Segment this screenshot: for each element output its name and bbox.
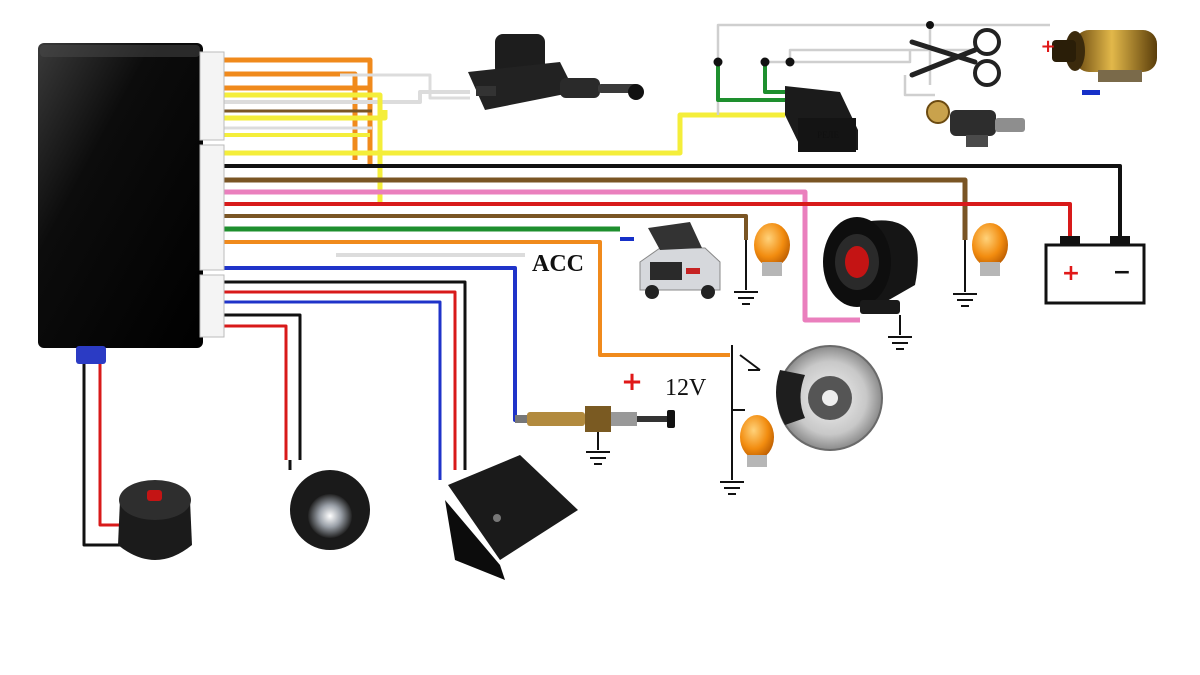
- wire-red-button: [98, 360, 125, 527]
- wire-yellow-relay: [222, 112, 785, 156]
- wire-orange-brake: [222, 240, 730, 357]
- wire-white-ign: [903, 75, 935, 97]
- voltage-label: 12V: [665, 375, 707, 401]
- brake-disc: [776, 345, 883, 451]
- wire-red-sensor: [222, 290, 457, 470]
- wire-harness: [82, 23, 1122, 547]
- wire-orange-lock-1: [222, 57, 373, 88]
- coil-plus-sign: +: [1040, 36, 1055, 57]
- coil-minus-sign: [1082, 90, 1100, 95]
- wire-blue-sensor: [222, 300, 442, 480]
- trunk-minus-sign: [620, 237, 634, 241]
- wire-black-brake-lamp: [731, 395, 745, 411]
- ignition-coil: +: [1040, 30, 1157, 95]
- turn-signal-lamp-right: [953, 223, 1008, 307]
- wire-yellow-2: [222, 110, 388, 121]
- central-lock-actuator: [468, 34, 644, 110]
- relay-label: РЕЛЕ: [817, 130, 839, 140]
- scissors-icon: [909, 28, 1001, 87]
- connector-bottom: [199, 274, 225, 338]
- ignition-switch: [926, 100, 1025, 147]
- led-indicator: [288, 460, 370, 550]
- junction-dots: [713, 21, 934, 67]
- wire-red-led: [222, 324, 288, 460]
- wire-black-led: [222, 313, 302, 460]
- acc-label: ACC: [532, 251, 584, 277]
- hood-pin-switch: [515, 406, 675, 465]
- voltage-plus-sign: +: [621, 367, 643, 397]
- wire-brown-right-lamp: [222, 177, 968, 240]
- turn-signal-lamp-left: [734, 223, 790, 305]
- wire-white-lock: [222, 90, 470, 104]
- brake-light-lamp: [720, 410, 774, 495]
- trunk-car: [620, 222, 721, 299]
- siren: [823, 217, 918, 350]
- valet-button: [118, 480, 192, 560]
- alarm-control-unit: [38, 43, 225, 364]
- wire-yellow-1: [222, 92, 383, 205]
- wire-black-sensor: [222, 280, 467, 470]
- shock-sensor: [445, 455, 578, 580]
- connector-top: [199, 51, 225, 141]
- wire-green-relay-2: [763, 62, 790, 94]
- wire-black-button: [82, 360, 125, 547]
- relay: РЕЛЕ: [785, 86, 858, 152]
- wire-white-cut: [765, 50, 912, 64]
- battery-minus-sign: −: [1113, 260, 1131, 285]
- connector-mid: [199, 144, 225, 271]
- antenna-connector: [76, 346, 106, 364]
- battery-plus-sign: +: [1062, 261, 1080, 286]
- wire-white-lock-2: [340, 73, 470, 100]
- battery: + −: [1044, 236, 1146, 305]
- wire-brown-left-lamp: [222, 214, 748, 240]
- brake-pedal-switch: [731, 345, 761, 395]
- wire-red-battery: [222, 202, 1072, 240]
- wire-green-relay: [716, 62, 785, 102]
- wire-pink-siren: [222, 189, 860, 323]
- wire-orange-lock-3: [222, 85, 373, 165]
- wire-black-battery: [222, 164, 1122, 240]
